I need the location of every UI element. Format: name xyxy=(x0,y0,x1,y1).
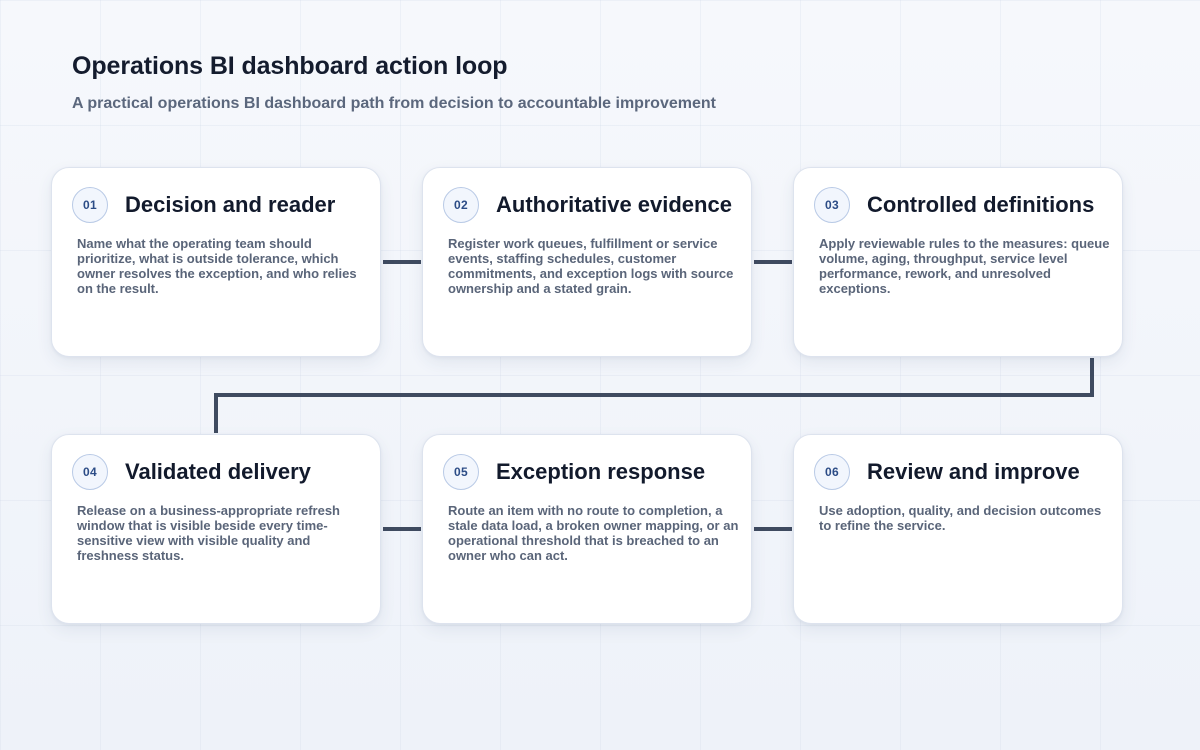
step-card-review-and-improve: 06 Review and improve Use adoption, qual… xyxy=(793,434,1123,624)
step-number-badge: 03 xyxy=(814,187,850,223)
step-title: Authoritative evidence xyxy=(496,192,732,217)
step-title: Validated delivery xyxy=(125,459,311,484)
step-title: Controlled definitions xyxy=(867,192,1095,217)
step-description: Register work queues, fulfillment or ser… xyxy=(448,236,734,296)
step-description: Name what the operating team should prio… xyxy=(77,236,357,296)
step-title: Exception response xyxy=(496,459,706,484)
step-description: Apply reviewable rules to the measures: … xyxy=(819,236,1110,296)
step-number-badge: 01 xyxy=(72,187,108,223)
page-title: Operations BI dashboard action loop xyxy=(72,52,508,80)
step-card-authoritative-evidence: 02 Authoritative evidence Register work … xyxy=(422,167,752,357)
step-number-badge: 06 xyxy=(814,454,850,490)
step-description: Route an item with no route to completio… xyxy=(448,503,739,563)
step-number-badge: 02 xyxy=(443,187,479,223)
page-subtitle: A practical operations BI dashboard path… xyxy=(72,95,716,112)
step-card-decision-and-reader: 01 Decision and reader Name what the ope… xyxy=(51,167,381,357)
connector-03-04 xyxy=(214,358,1094,433)
step-description: Release on a business-appropriate refres… xyxy=(77,503,340,563)
step-description: Use adoption, quality, and decision outc… xyxy=(819,503,1102,533)
step-card-validated-delivery: 04 Validated delivery Release on a busin… xyxy=(51,434,381,624)
step-number-badge: 04 xyxy=(72,454,108,490)
step-title: Decision and reader xyxy=(125,192,336,217)
step-card-exception-response: 05 Exception response Route an item with… xyxy=(422,434,752,624)
step-number-badge: 05 xyxy=(443,454,479,490)
step-card-controlled-definitions: 03 Controlled definitions Apply reviewab… xyxy=(793,167,1123,357)
step-title: Review and improve xyxy=(867,459,1080,484)
